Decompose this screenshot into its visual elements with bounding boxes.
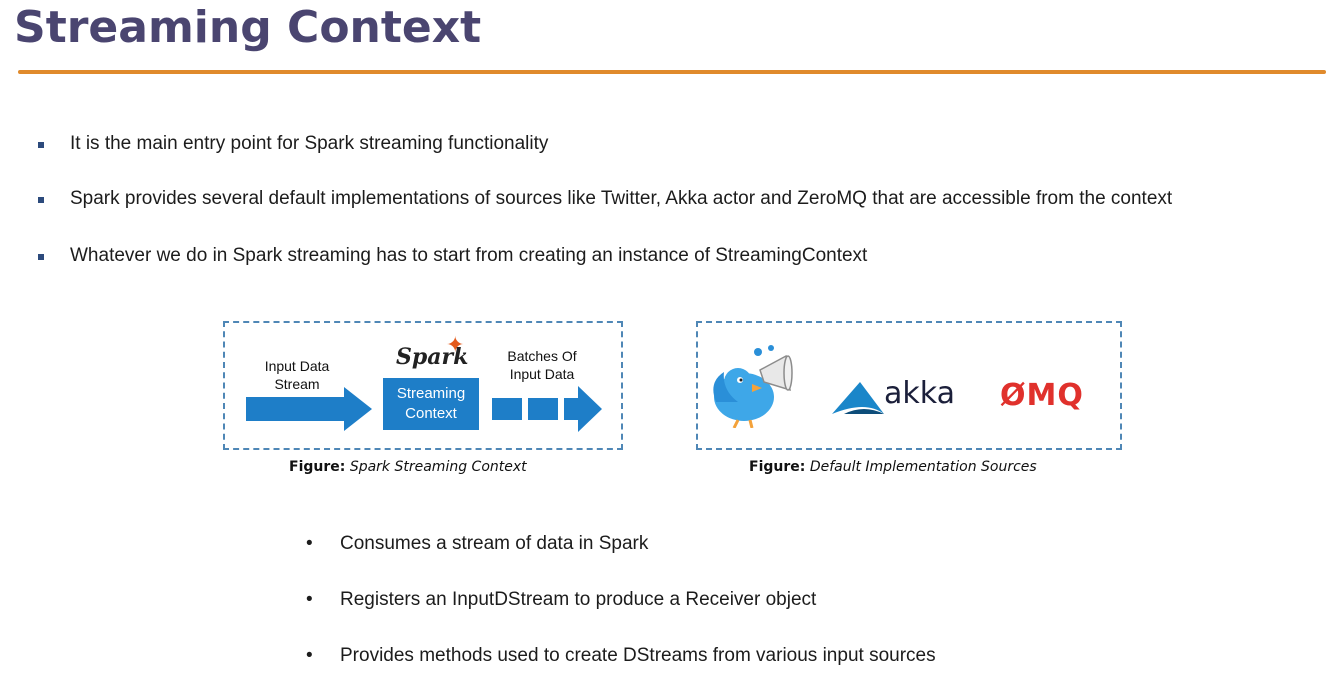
square-bullet-icon xyxy=(38,254,44,260)
figure-caption: Figure: Spark Streaming Context xyxy=(289,459,527,475)
square-bullet-icon xyxy=(38,142,44,148)
akka-logo-text: akka xyxy=(884,376,955,411)
dot-bullet-icon: • xyxy=(306,533,313,554)
batches-arrow-icon xyxy=(492,386,602,432)
spark-logo: Spark xyxy=(396,344,469,370)
input-stream-arrow-icon xyxy=(246,387,372,431)
dot-bullet-icon: • xyxy=(306,645,313,666)
spark-star-icon: ✦ xyxy=(446,332,465,357)
page-title: Streaming Context xyxy=(14,2,482,53)
square-bullet-icon xyxy=(38,197,44,203)
zeromq-logo: ØMQ xyxy=(1000,378,1084,413)
implementation-sources-figure xyxy=(696,321,1122,450)
input-data-label: Input Data Stream xyxy=(264,358,330,392)
spark-streaming-figure xyxy=(223,321,623,450)
streaming-context-box: Streaming Context xyxy=(383,378,479,430)
akka-logo-icon xyxy=(832,382,884,414)
title-underline xyxy=(18,70,1326,74)
twitter-bird-megaphone-icon xyxy=(713,345,793,428)
batches-label: Batches Of Input Data xyxy=(507,348,577,382)
figure-caption: Figure: Default Implementation Sources xyxy=(749,459,1037,475)
dot-bullet-icon: • xyxy=(306,589,313,610)
